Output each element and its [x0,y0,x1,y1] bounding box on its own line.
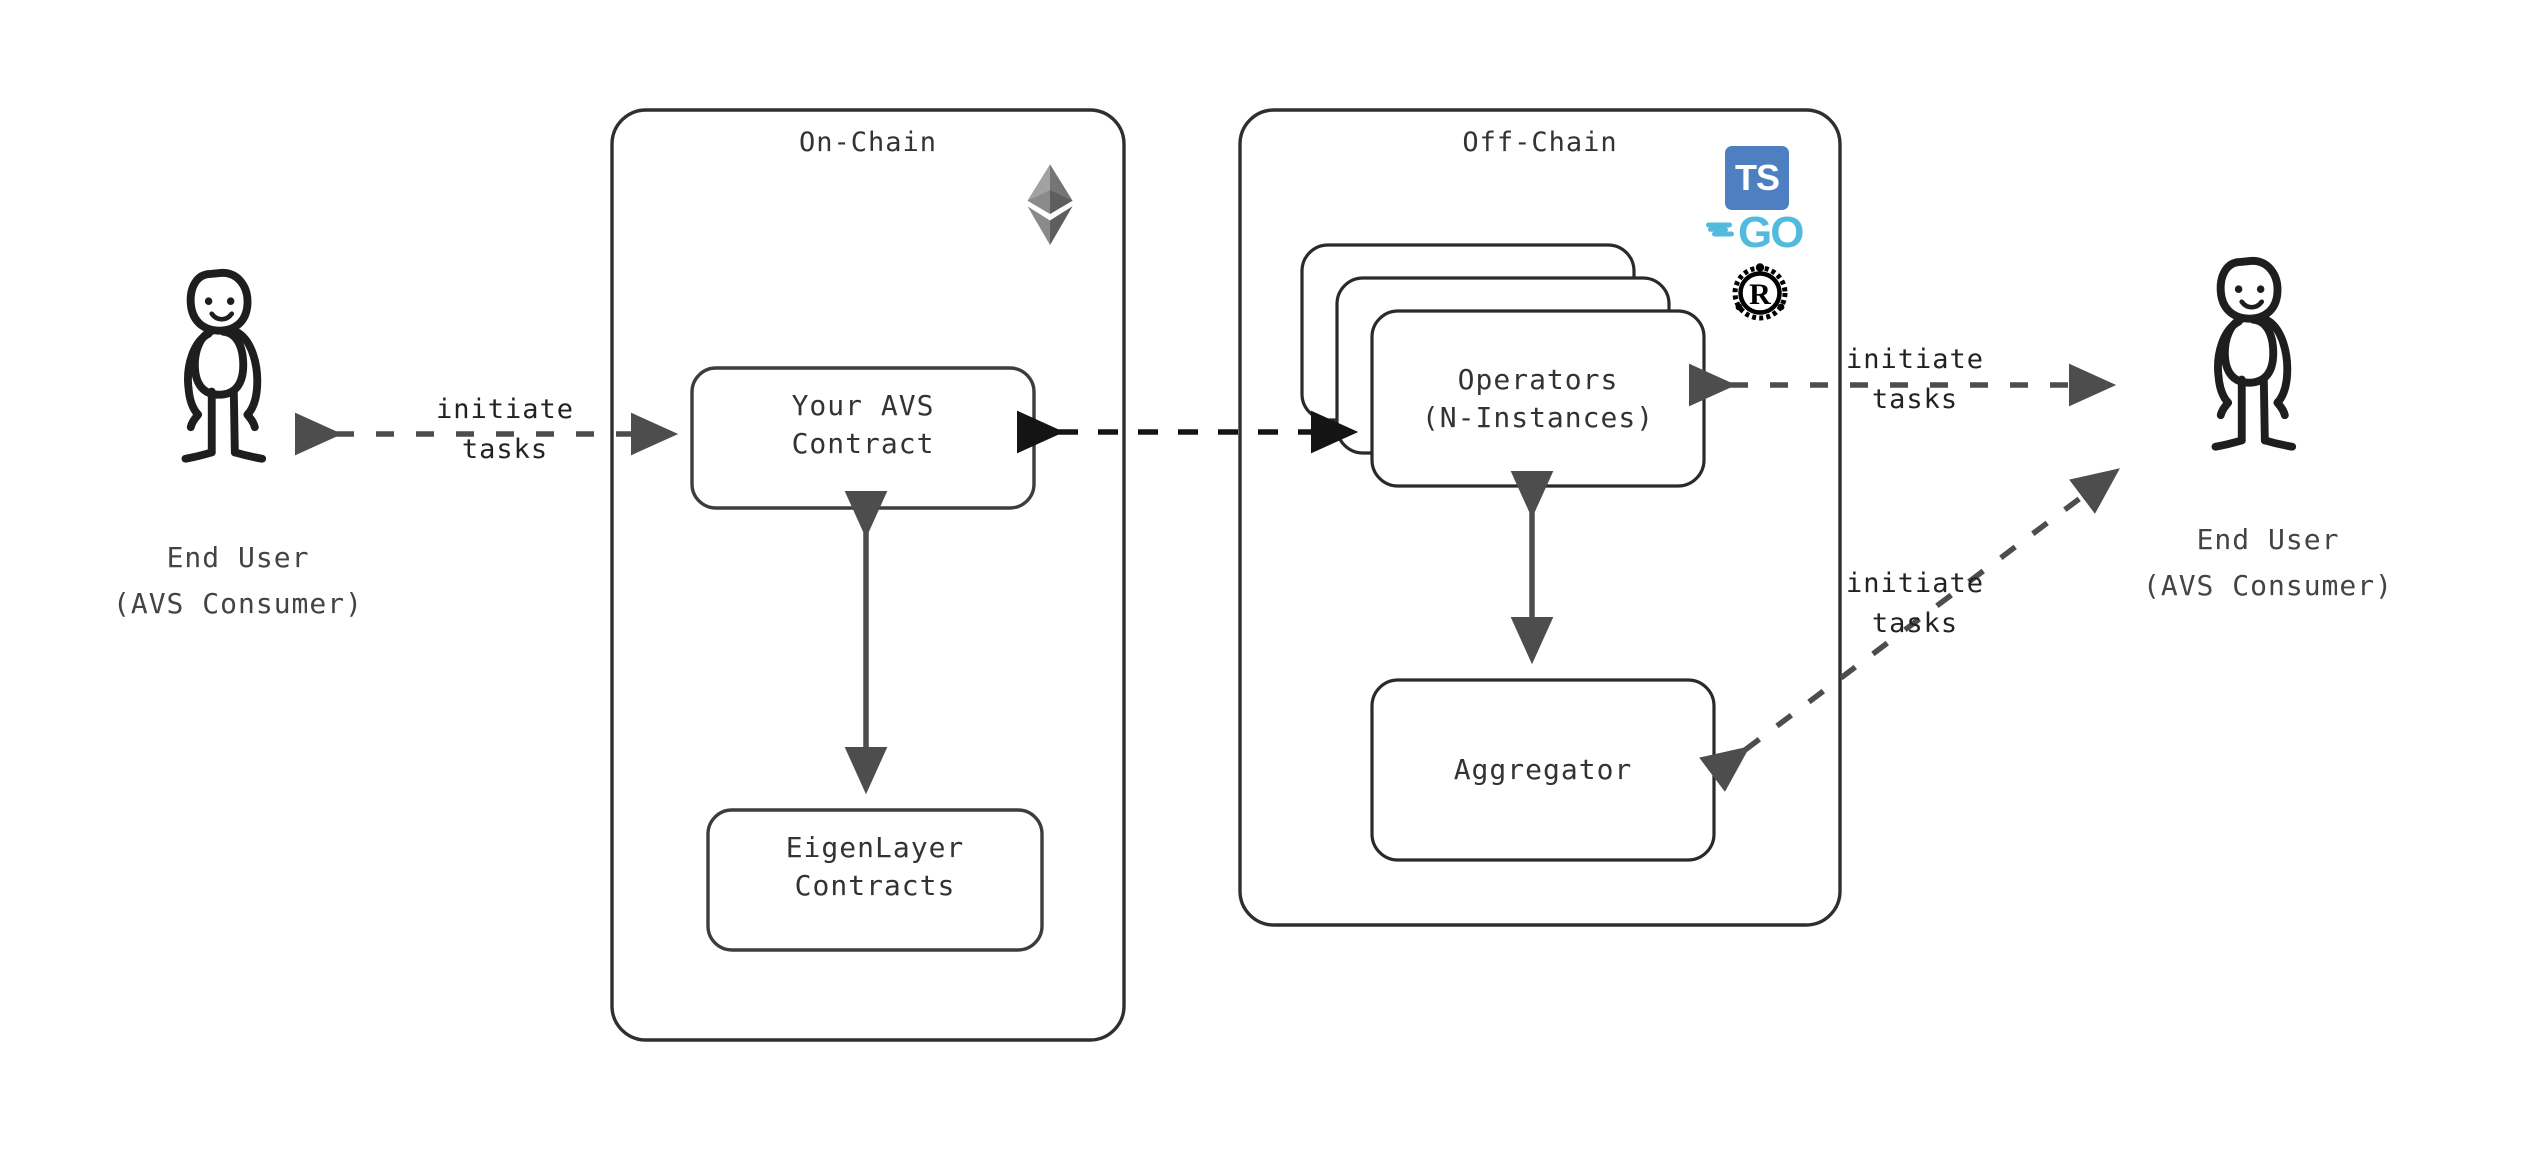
ethereum-icon [1027,164,1073,245]
node-operators[interactable] [1370,309,1706,488]
typescript-icon: TS [1725,146,1789,210]
actor-right-stick-figure-icon [2211,256,2297,451]
node-avs-contract[interactable] [690,366,1036,510]
rust-icon: R [1732,263,1788,321]
node-eigenlayer-contracts[interactable] [706,808,1044,952]
node-aggregator[interactable] [1370,678,1716,862]
go-icon: GO [1706,208,1805,257]
svg-text:R: R [1749,278,1771,311]
svg-text:GO: GO [1738,208,1803,257]
actor-left-stick-figure-icon [181,268,267,463]
